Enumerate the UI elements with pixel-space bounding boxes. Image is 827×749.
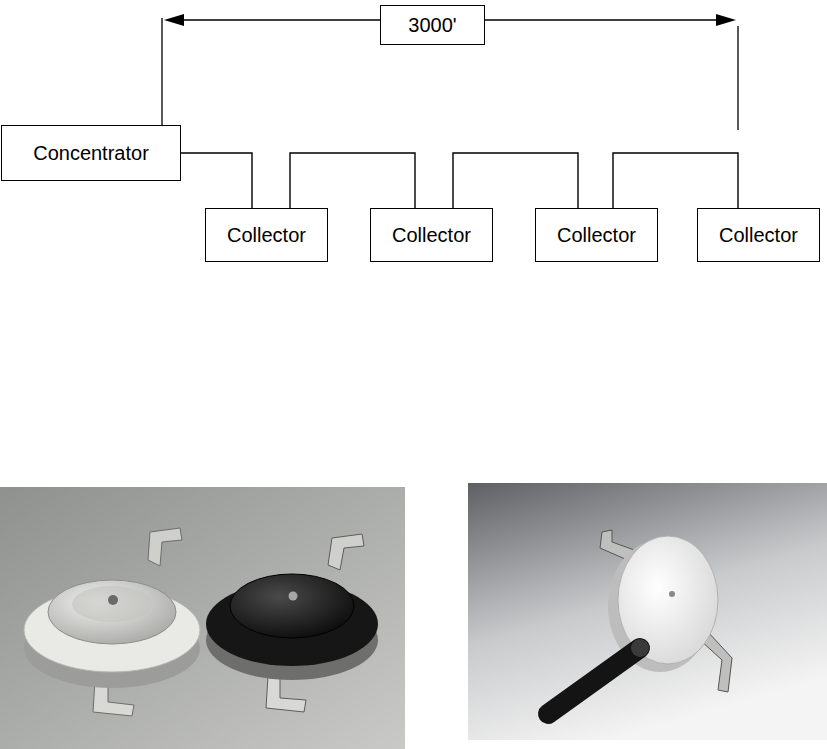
bus-wire (290, 153, 415, 208)
bus-wire (613, 153, 738, 208)
device-face (618, 536, 718, 664)
arrowhead (164, 14, 184, 26)
dimension-label: 3000' (408, 13, 456, 37)
bus-wire (181, 153, 252, 208)
device-box: Collector (370, 208, 493, 262)
photo-background (0, 487, 405, 749)
box-label: Collector (719, 223, 798, 247)
mounting-bracket (328, 534, 364, 570)
device-box: Collector (205, 208, 328, 262)
connector-layer (181, 153, 738, 208)
mounting-bracket (148, 528, 182, 566)
device-screw (289, 592, 298, 601)
device-box: Concentrator (1, 125, 181, 181)
antenna-collector-photo (468, 483, 827, 740)
box-label: Collector (227, 223, 306, 247)
bus-wire (453, 153, 578, 208)
box-label: Collector (392, 223, 471, 247)
device-dome (48, 580, 176, 644)
device-screw (669, 591, 675, 597)
mounting-bracket (266, 676, 306, 712)
device-screw (108, 595, 118, 605)
photo-background (468, 483, 827, 740)
dimension-box: 3000' (380, 5, 485, 45)
extension-line (161, 18, 162, 125)
antenna-connector (631, 639, 649, 657)
device-box: Collector (697, 208, 820, 262)
device-dome-highlight (72, 586, 152, 622)
box-label: Collector (557, 223, 636, 247)
collector-photo (0, 487, 405, 749)
rod-antenna (548, 648, 640, 714)
device-box: Collector (535, 208, 658, 262)
device-dome (230, 574, 354, 638)
extension-line (737, 26, 738, 130)
box-label: Concentrator (33, 141, 149, 165)
arrowhead (716, 14, 736, 26)
